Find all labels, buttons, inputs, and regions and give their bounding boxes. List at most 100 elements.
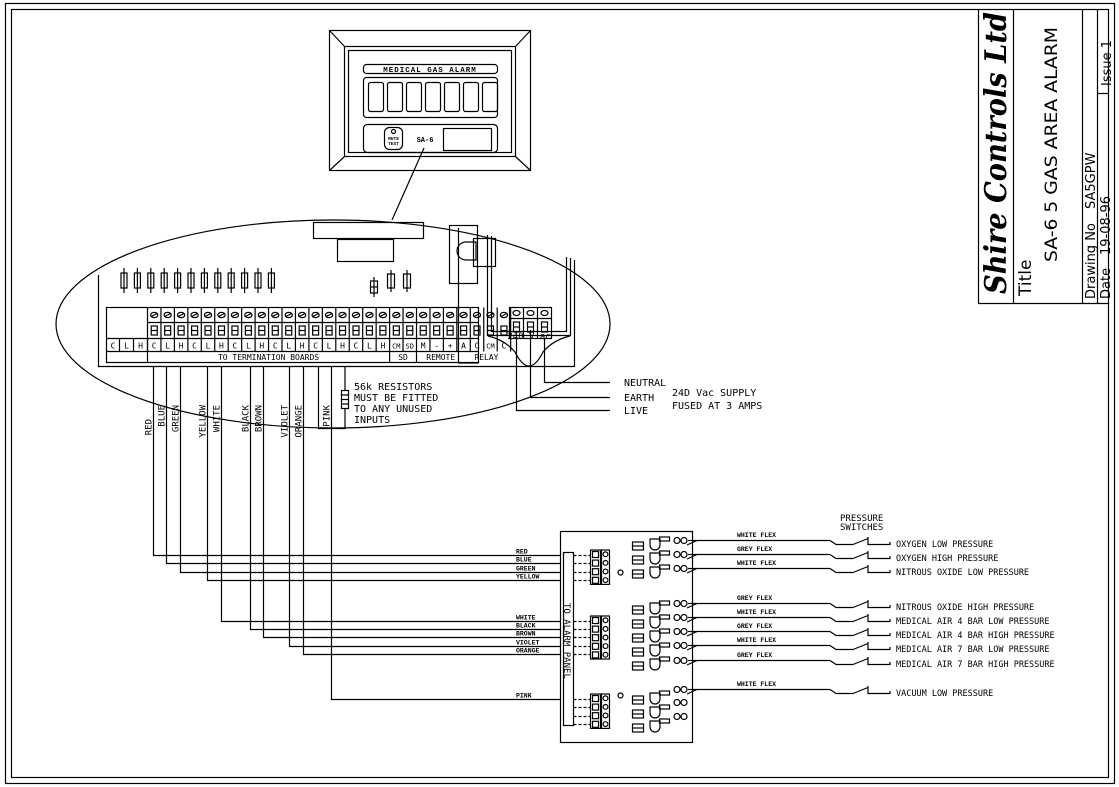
- wire-black: [249, 366, 560, 631]
- panel-terminal-pair: [673, 627, 681, 636]
- wire-label: YELLOW: [199, 404, 209, 437]
- terminal-screw: [392, 311, 401, 319]
- terminal-label: +: [448, 342, 453, 351]
- panel-wire-label: RED: [516, 549, 528, 556]
- alarm-unit-header: MEDICAL GAS ALARM: [383, 67, 477, 75]
- flex-cable-label: GREY FLEX: [737, 546, 772, 553]
- wire-label: BLUE: [158, 405, 168, 427]
- supply-terminal-screw: [526, 309, 535, 317]
- terminal-label: H: [380, 342, 385, 351]
- pressure-switch: [852, 642, 869, 651]
- pressure-switch-label: MEDICAL AIR 4 BAR LOW PRESSURE: [896, 617, 1050, 627]
- terminal-label: L: [124, 342, 129, 351]
- terminal-screw: [190, 311, 199, 319]
- title-label: Title: [1016, 260, 1036, 297]
- panel-terminal-pair: [673, 536, 681, 545]
- inner-frame: [10, 8, 1110, 779]
- pressure-switch-label: MEDICAL AIR 4 BAR HIGH PRESSURE: [896, 631, 1055, 641]
- terminal-label: H: [259, 342, 264, 351]
- alarm-unit: MEDICAL GAS ALARM MUTE TEST SA-6: [328, 29, 532, 221]
- issue-label: Issue 1: [1100, 40, 1115, 86]
- panel-terminal-pair: [673, 641, 681, 650]
- wire-label: VIOLET: [281, 404, 291, 437]
- drawing-no: SA5GPW: [1084, 152, 1099, 209]
- wire-pink: [330, 366, 560, 701]
- terminal-screw: [459, 311, 468, 319]
- terminal-label: C: [502, 342, 507, 351]
- panel-wire-label: PINK: [516, 693, 532, 700]
- wire-blue: [165, 366, 560, 565]
- flex-cable-label: GREY FLEX: [737, 652, 772, 659]
- panel-terminal: [591, 720, 600, 728]
- wire-yellow: [206, 366, 560, 582]
- resistor-note-2: MUST BE FITTED: [354, 393, 438, 404]
- pressure-switch-label: OXYGEN LOW PRESSURE: [896, 540, 993, 550]
- panel-wire-label: ORANGE: [516, 648, 540, 655]
- resistor: [187, 272, 195, 289]
- alarm-window: [367, 81, 385, 113]
- pressure-switch: [852, 537, 869, 546]
- supply-note-1: 24D Vac SUPPLY: [672, 388, 756, 399]
- terminal-screw: [230, 311, 240, 319]
- alarm-unit-model: SA-6: [417, 137, 434, 145]
- terminal-label: L: [286, 342, 291, 351]
- outer-frame: [4, 2, 1116, 785]
- terminal-label: CM: [392, 343, 400, 351]
- flex-cable-label: GREY FLEX: [737, 623, 772, 630]
- wire-label: RED: [145, 419, 155, 435]
- drawing-no-label: Drawing No: [1084, 223, 1099, 299]
- wire-red: [152, 366, 560, 557]
- terminal-screw: [244, 311, 253, 319]
- terminal-label: A: [461, 342, 466, 351]
- resistor: [200, 272, 208, 289]
- wire-white: [220, 366, 560, 623]
- pressure-switch-label: NITROUS OXIDE LOW PRESSURE: [896, 568, 1029, 578]
- group-label-remote: REMOTE: [426, 353, 455, 362]
- terminal-label: C: [273, 342, 278, 351]
- terminal-screw: [351, 311, 361, 319]
- terminal-label: C: [354, 342, 359, 351]
- terminal-label: H: [300, 342, 305, 351]
- resistor: [214, 272, 222, 289]
- pressure-switch-label: MEDICAL AIR 7 BAR HIGH PRESSURE: [896, 660, 1055, 670]
- pressure-switch: [852, 565, 869, 574]
- terminal-label: H: [340, 342, 345, 351]
- terminal-screw: [176, 311, 186, 319]
- group-label-relay: RELAY: [474, 353, 498, 362]
- terminal-label: CM: [486, 343, 494, 351]
- panel-terminal-pair: [673, 599, 681, 608]
- pressure-switch: [852, 551, 869, 560]
- live-label: LIVE: [624, 406, 648, 417]
- flex-cable-label: WHITE FLEX: [737, 681, 776, 688]
- alarm-window: [443, 81, 461, 113]
- panel-terminal: [591, 625, 600, 633]
- wire-orange: [302, 366, 560, 656]
- terminal-screw: [486, 311, 495, 319]
- resistor: [241, 272, 249, 289]
- alarm-panel-board: TO ALARM PANEL: [559, 530, 698, 744]
- panel-wire-label: BLUE: [516, 557, 532, 564]
- terminal-screw: [163, 311, 172, 319]
- terminal-label: L: [327, 342, 332, 351]
- terminal-screw: [419, 311, 428, 319]
- mute-test-button[interactable]: [383, 126, 404, 151]
- panel-wire-label: BLACK: [516, 623, 536, 630]
- svg-text:TEST: TEST: [388, 141, 399, 147]
- terminal-label: C: [152, 342, 157, 351]
- group-label-sd: SD: [398, 353, 408, 362]
- wire-label: BROWN: [255, 405, 265, 432]
- wire-label: GREEN: [172, 405, 182, 432]
- pressure-switch: [852, 600, 869, 609]
- panel-wire-label: BROWN: [516, 631, 536, 638]
- terminal-screw: [472, 311, 482, 319]
- flex-cable-label: WHITE FLEX: [737, 609, 776, 616]
- resistor: [254, 272, 262, 289]
- terminal-screw: [365, 311, 374, 319]
- panel-wire-label: GREEN: [516, 566, 536, 573]
- resistor: [174, 272, 182, 289]
- terminal-screw: [311, 311, 320, 319]
- terminal-label: M: [421, 342, 426, 351]
- terminal-label: H: [138, 342, 143, 351]
- company-name: Shire Controls Ltd: [979, 12, 1014, 294]
